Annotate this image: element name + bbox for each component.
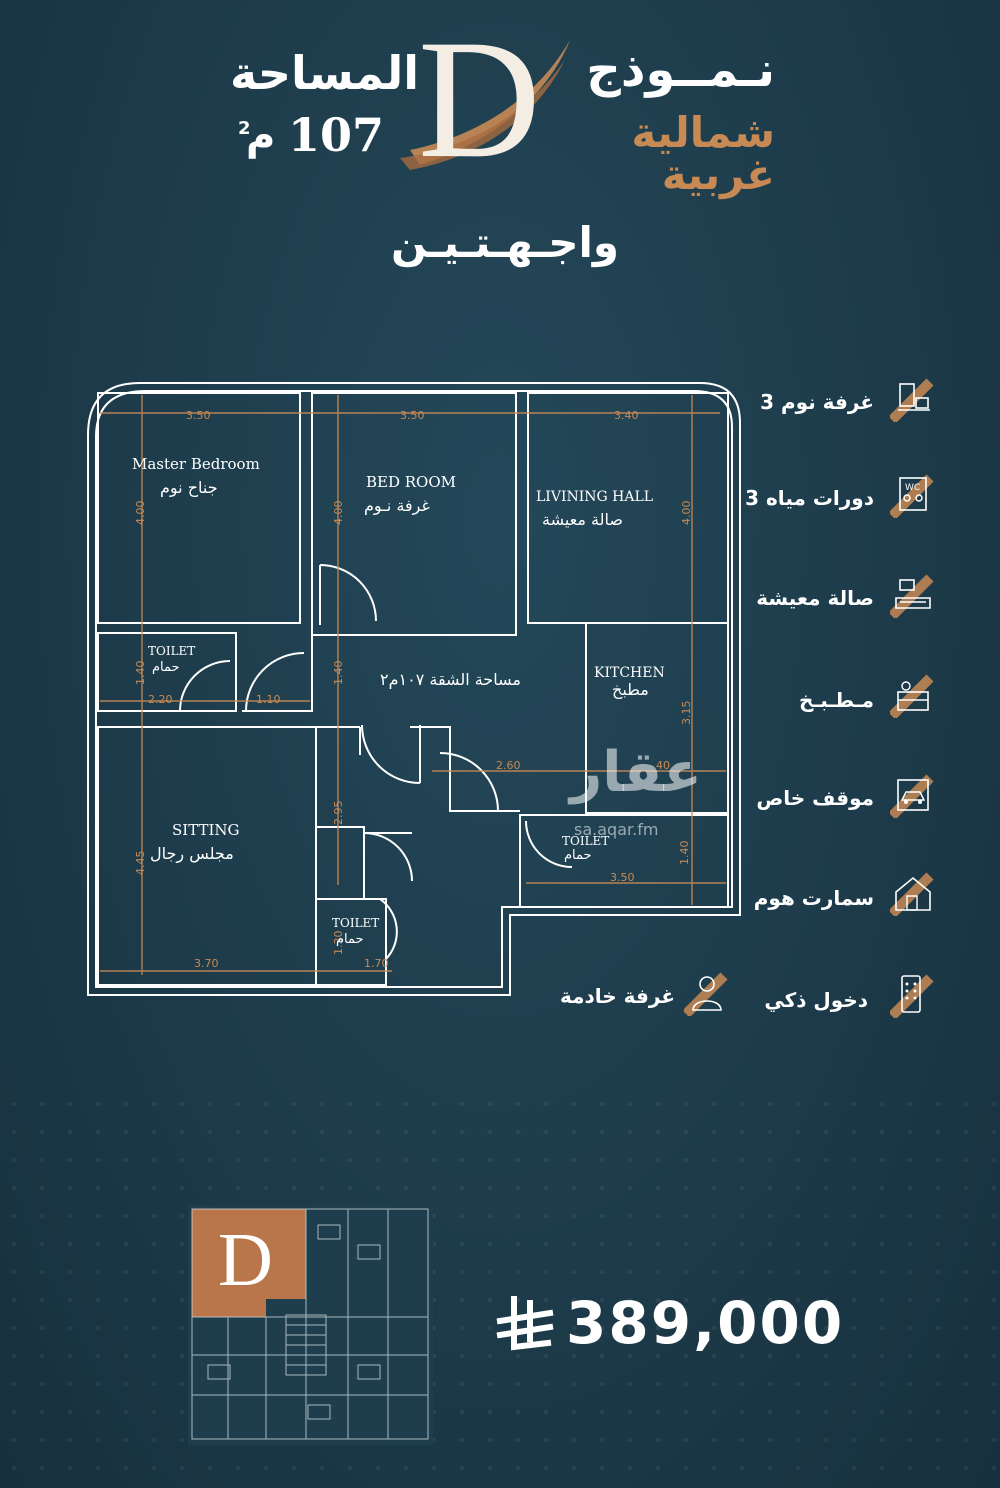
kitchen-label-ar: مطبخ <box>612 680 649 700</box>
brush-stroke-icon <box>400 40 570 170</box>
area-value-group: 107 م 2 <box>238 112 384 172</box>
master-toilet-label-ar: حمام <box>152 660 180 675</box>
kitchen-icon <box>890 674 934 718</box>
watermark-url: sa.aqar.fm <box>574 820 659 839</box>
key-plan-letter: D <box>218 1218 273 1302</box>
kitchen-toilet-label: TOILET <box>562 834 609 848</box>
dim-label: 3.50 <box>610 871 635 884</box>
riyal-symbol-icon <box>496 1296 554 1351</box>
area-value: 107 <box>288 108 385 162</box>
dim-label: 2.95 <box>332 801 345 826</box>
feature-maid-room-label: غرفة خادمة <box>560 984 675 1008</box>
area-superscript: 2 <box>238 118 251 139</box>
dim-label: 3.70 <box>194 957 219 970</box>
dim-label: 2.60 <box>496 759 521 772</box>
floor-plan: 3.50 3.50 3.40 4.00 4.00 4.00 1.40 2.20 … <box>87 382 741 996</box>
features-list: 3 غرفة نوم 3 دورات مياه WC صالة معيشة مـ… <box>560 370 960 1030</box>
kitchen-label: KITCHEN <box>594 665 665 681</box>
watermark-brand: عقار <box>570 740 702 805</box>
guest-toilet-label-ar: حمام <box>336 932 364 947</box>
dim-label: 3.40 <box>614 409 639 422</box>
price-block: 389,000 <box>490 1285 850 1365</box>
dim-label: 40 <box>656 759 670 772</box>
dim-label: 3.50 <box>186 409 211 422</box>
feature-bedrooms-label: 3 غرفة نوم <box>760 390 874 414</box>
dim-label: 1.40 <box>678 841 691 866</box>
feature-smart-home-label: سمارت هوم <box>753 886 874 910</box>
master-bedroom-label-ar: جناح نوم <box>160 478 218 498</box>
orientation-label: شمالية غربية <box>631 108 775 199</box>
facades-label: واجـهـتـيـن <box>390 218 619 267</box>
feature-parking-label: موقف خاص <box>756 786 874 810</box>
dim-label: 4.00 <box>680 501 693 526</box>
guest-toilet-label: TOILET <box>332 916 379 930</box>
svg-text:WC: WC <box>905 483 920 493</box>
apartment-area-label: مساحة الشقة ١٠٧م٢ <box>380 670 521 689</box>
key-plan: D <box>188 1205 433 1445</box>
master-toilet-label: TOILET <box>148 644 195 658</box>
dim-label: 1.30 <box>332 931 345 956</box>
area-unit: م <box>246 113 276 159</box>
dimension-labels: 3.50 3.50 3.40 4.00 4.00 4.00 1.40 2.20 … <box>134 409 693 970</box>
kitchen-toilet-label-ar: حمام <box>564 848 592 863</box>
wc-icon: WC <box>890 474 934 518</box>
smart-entry-icon <box>890 974 934 1018</box>
dim-label: 1.40 <box>332 661 345 686</box>
dim-label: 1.70 <box>364 957 389 970</box>
living-hall-label-ar: صالة معيشة <box>542 510 623 529</box>
model-title: نـمــوذج <box>586 42 775 98</box>
header: D نـمــوذج شمالية غربية المساحة 107 م 2 … <box>0 0 1000 300</box>
dim-label: 4.00 <box>332 501 345 526</box>
dim-label: 4.00 <box>134 501 147 526</box>
bedroom-icon <box>890 378 934 422</box>
feature-living-label: صالة معيشة <box>756 586 874 610</box>
master-bedroom-label: Master Bedroom <box>132 455 260 473</box>
price-value: 389,000 <box>566 1289 845 1357</box>
feature-kitchen-label: مـطـبـخ <box>799 688 874 712</box>
feature-wc-label: 3 دورات مياه <box>745 486 874 510</box>
living-hall-label: LIVINING HALL <box>536 489 653 505</box>
smart-home-icon <box>890 872 934 916</box>
area-label: المساحة <box>230 46 420 100</box>
dot-pattern <box>0 1090 1000 1470</box>
feature-smart-entry-label: دخول ذكي <box>764 988 868 1012</box>
sitting-label-ar: مجلس رجال <box>150 844 234 864</box>
maid-room-icon <box>684 972 728 1016</box>
dim-label: 4.45 <box>134 851 147 876</box>
dim-label: 2.20 <box>148 693 173 706</box>
bedroom-label: BED ROOM <box>366 473 456 491</box>
sitting-label: SITTING <box>172 821 240 839</box>
dim-label: 3.15 <box>680 701 693 726</box>
dim-label: 1.10 <box>256 693 281 706</box>
parking-icon <box>890 774 934 818</box>
dim-label: 1.40 <box>134 661 147 686</box>
dim-label: 3.50 <box>400 409 425 422</box>
bedroom-label-ar: غرفة نـوم <box>364 496 430 516</box>
living-room-icon <box>890 574 934 618</box>
model-letter: D <box>418 5 541 193</box>
